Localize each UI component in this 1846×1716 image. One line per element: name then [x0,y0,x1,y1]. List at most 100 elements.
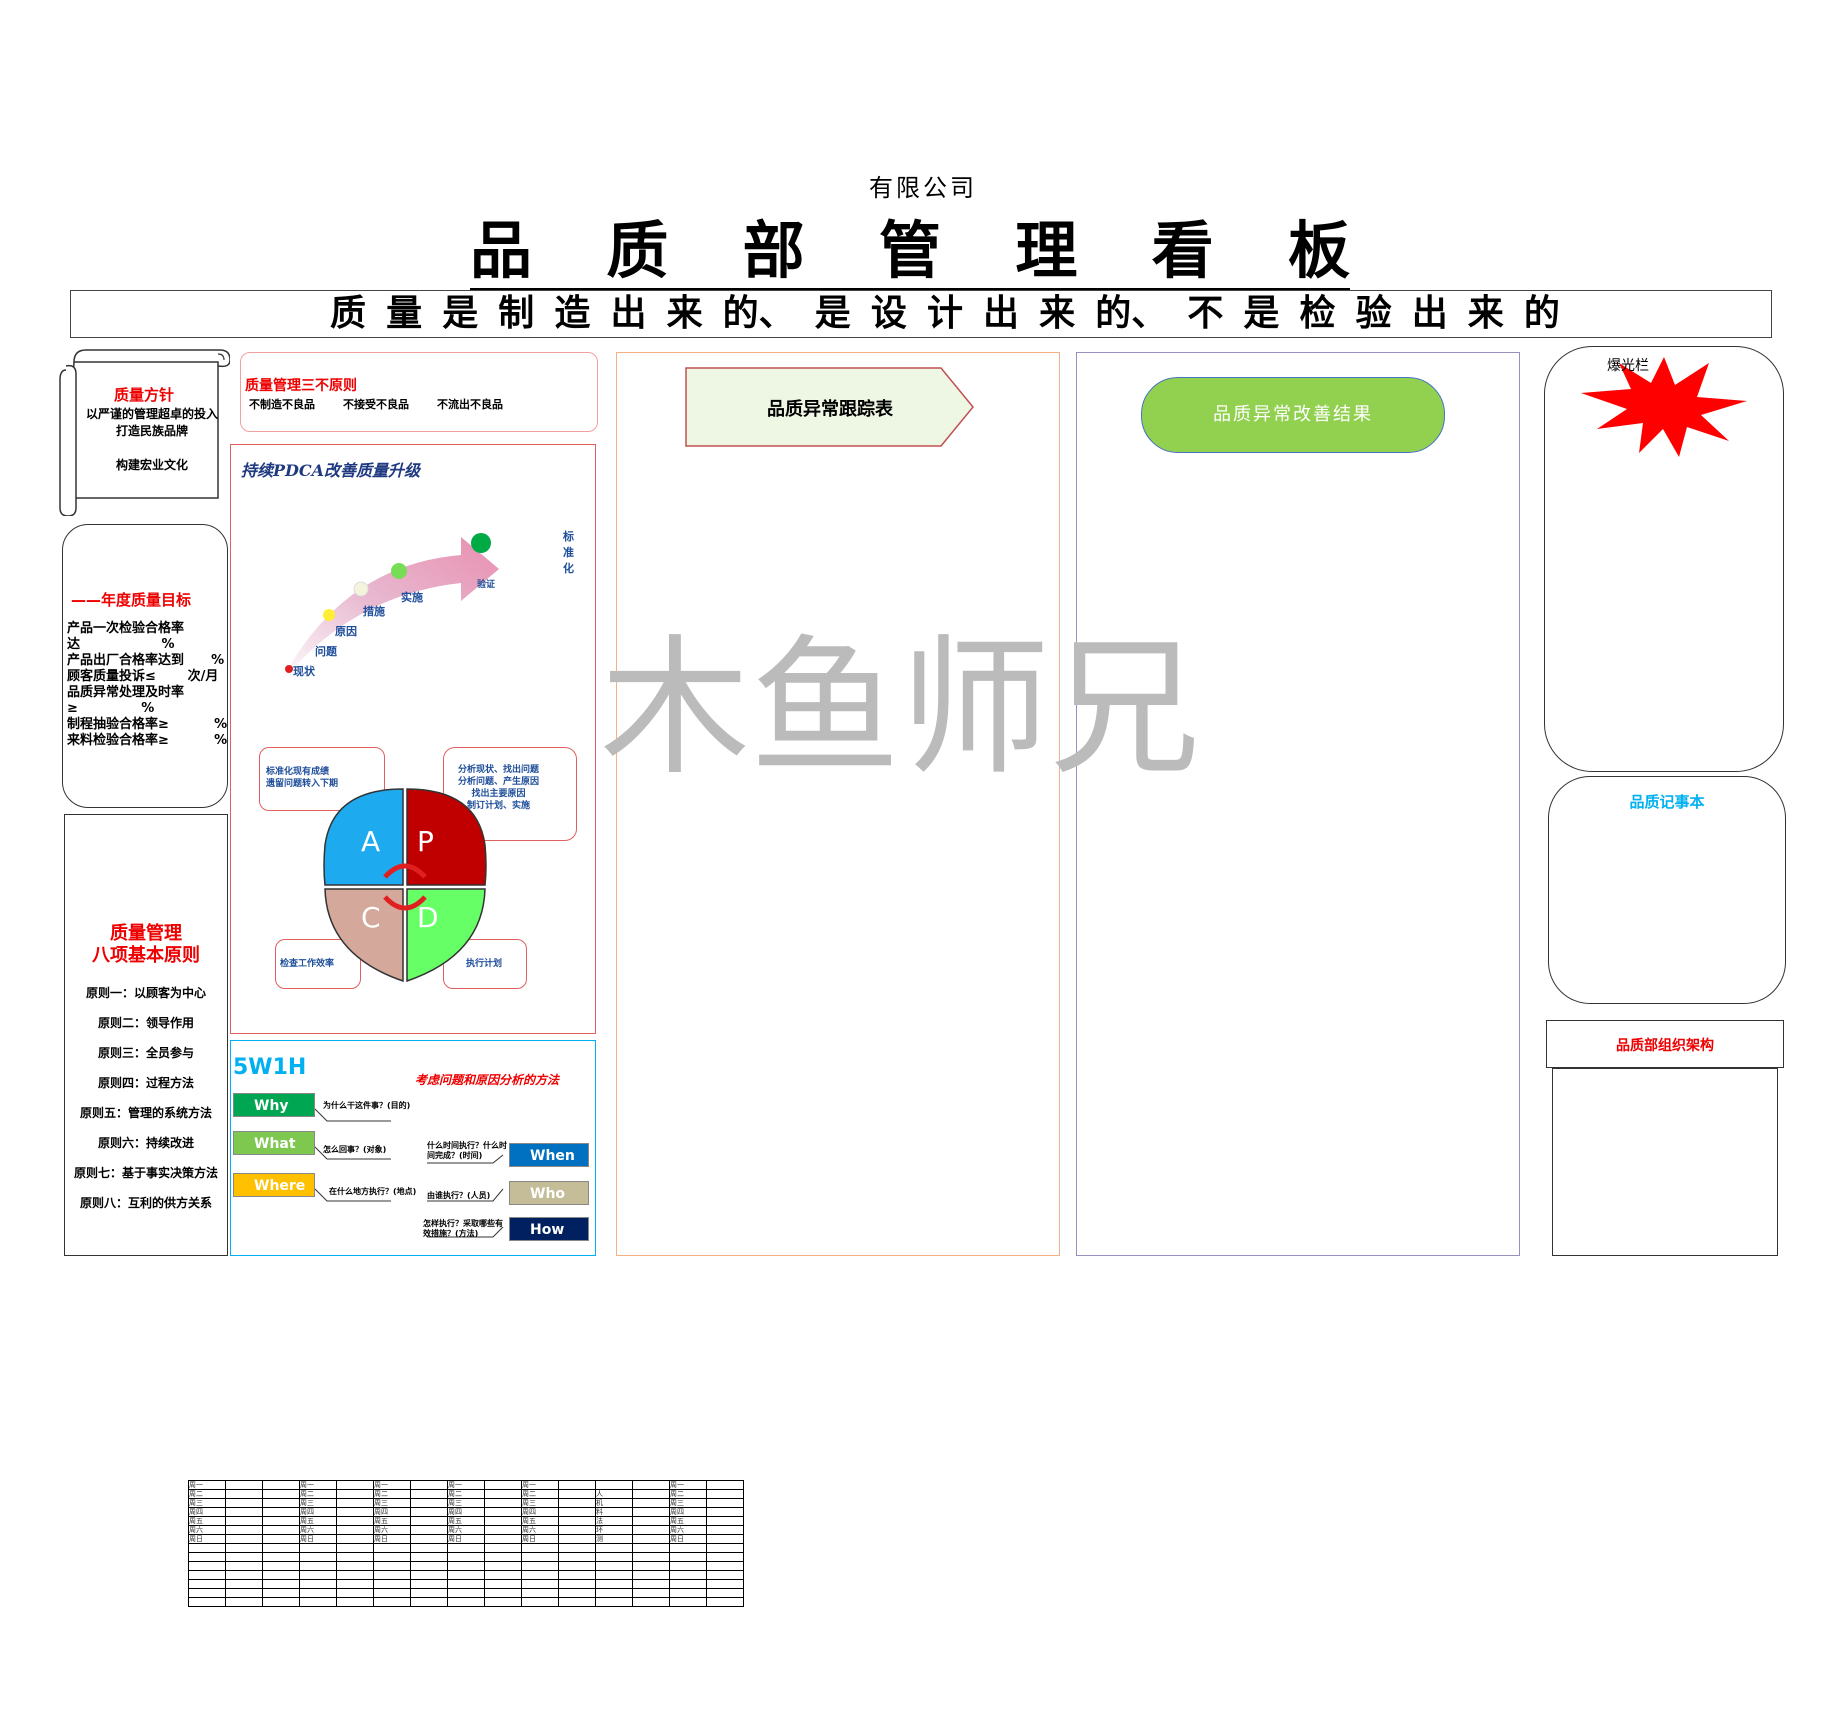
table-cell [225,1516,263,1526]
table-cell [706,1588,744,1598]
org-title-box: 品质部组织架构 [1546,1020,1784,1068]
table-cell [632,1543,670,1553]
weekly-table: 周一周一周一周一周一周一周二周二周二周二周二人周二周三周三周三周三周三机周三周四… [188,1480,744,1607]
pdca-note-a-box: 标准化现有成绩 遗留问题转入下期 [259,747,385,811]
table-cell: 周一 [188,1480,226,1490]
table-cell [225,1588,263,1598]
table-row: 周一周一周一周一周一周一 [188,1480,744,1490]
slogan-char: 的 [1523,293,1560,334]
table-cell: 周六 [299,1525,337,1535]
table-row: 周日周日周日周日周日测周日 [188,1534,744,1544]
goal-line: 来料检验合格率≥ % [67,733,228,748]
pdca-note-c-box: 检查工作效率 [275,939,361,989]
pdca-note-a: 标准化现有成绩 遗留问题转入下期 [266,767,339,789]
table-cell [188,1579,226,1589]
table-cell: 周二 [669,1489,707,1499]
table-cell: 周日 [373,1534,411,1544]
three-no-item: 不制造不良品 [249,398,315,411]
table-cell [595,1570,633,1580]
exposure-panel: 爆光栏 [1544,346,1784,772]
table-cell [447,1543,485,1553]
table-cell [299,1597,337,1607]
pdca-step-label: 现状 [293,665,315,678]
table-cell [410,1552,448,1562]
pdca-panel: 持续PDCA改善质量升级 现状 问题 原因 措施 实施 验证 标准化 标准化现有… [230,444,596,1034]
table-cell: 周三 [373,1498,411,1508]
table-cell [262,1525,300,1535]
results-panel: 品质异常改善结果 [1076,352,1520,1256]
table-cell [669,1597,707,1607]
annual-goals-panel: ——年度质量目标 产品一次检验合格率 达 % 产品出厂合格率达到 % 顾客质量投… [62,524,228,808]
table-cell: 周三 [669,1498,707,1508]
slogan-char: 不 [1187,293,1224,334]
table-cell [595,1552,633,1562]
pdca-step-label: 措施 [363,605,385,618]
table-cell: 周五 [188,1516,226,1526]
table-cell: 周四 [299,1507,337,1517]
watermark: 木鱼师兄 [600,622,1201,796]
table-cell [336,1579,374,1589]
table-cell [484,1516,522,1526]
table-cell: 周日 [521,1534,559,1544]
pdca-step-label: 问题 [315,645,337,658]
table-cell: 周二 [447,1489,485,1499]
table-cell [410,1570,448,1580]
table-cell [558,1480,596,1490]
slogan-char: 造 [554,293,591,334]
table-cell [595,1543,633,1553]
notes-title: 品质记事本 [1629,793,1705,811]
table-cell [262,1543,300,1553]
slogan-char: 量 [386,293,423,334]
slogan-char: 设 [870,293,907,334]
table-cell [225,1561,263,1571]
table-cell [225,1597,263,1607]
table-cell [336,1552,374,1562]
table-row: 周六周六周六周六周六环周六 [188,1525,744,1535]
table-cell [373,1552,411,1562]
table-cell [595,1588,633,1598]
five-w-title: 5W1H [233,1055,307,1080]
table-cell [595,1561,633,1571]
table-cell: 周六 [188,1525,226,1535]
exposure-title: 爆光栏 [1607,358,1649,374]
table-cell [447,1579,485,1589]
three-no-item: 不流出不良品 [437,398,503,411]
table-cell [373,1597,411,1607]
table-cell [373,1561,411,1571]
table-cell [706,1534,744,1544]
where-note: 在什么地方执行？(地点) [329,1187,417,1196]
slogan-char: 质 [330,293,367,334]
table-cell [484,1579,522,1589]
table-cell: 周六 [521,1525,559,1535]
table-cell [669,1552,707,1562]
table-cell [188,1588,226,1598]
tracking-panel: 品质异常跟踪表 [616,352,1060,1256]
table-cell [706,1489,744,1499]
table-row [188,1597,744,1607]
table-cell [558,1534,596,1544]
title-char: 板 [1287,214,1350,287]
title-char: 管 [878,214,941,287]
table-cell: 周四 [188,1507,226,1517]
org-panel [1552,1068,1778,1256]
table-cell [632,1480,670,1490]
title-char: 质 [606,214,669,287]
slogan: 质 量 是 制 造 出 来 的、 是 设 计 出 来 的、 不 是 检 验 出 … [330,292,1560,336]
pdca-step-label: 验证 [477,580,496,590]
slogan-char: 检 [1299,293,1336,334]
table-cell [558,1498,596,1508]
title-char: 品 [470,214,533,287]
burst-icon [1581,357,1747,457]
slogan-char: 计 [926,293,963,334]
table-cell [558,1561,596,1571]
company-name: 有限公司 [869,174,977,202]
slogan-char: 的、 [1095,293,1168,334]
table-row [188,1570,744,1580]
table-cell [484,1543,522,1553]
table-row: 周二周二周二周二周二人周二 [188,1489,744,1499]
three-no-title: 质量管理三不原则 [245,378,357,394]
who-note: 由谁执行？(人员) [427,1191,491,1200]
table-cell: 周三 [188,1498,226,1508]
table-cell [373,1570,411,1580]
table-cell [225,1525,263,1535]
